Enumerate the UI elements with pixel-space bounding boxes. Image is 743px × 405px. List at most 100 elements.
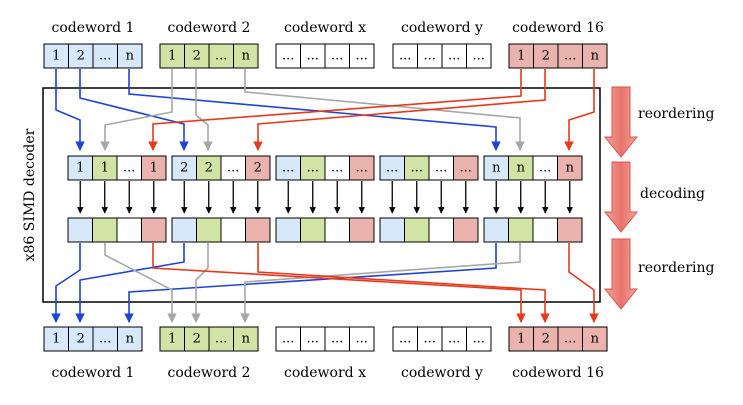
cell-text: ...: [564, 49, 576, 64]
decoded-cell: [532, 217, 558, 243]
bottom-codeword-cell: [349, 326, 375, 352]
cell-text: ...: [448, 49, 460, 64]
cell-text: ...: [307, 161, 319, 176]
bottom-codeword-cell: [392, 326, 418, 352]
decoded-cell: [92, 217, 118, 243]
cell-text: ...: [424, 49, 436, 64]
cell-text: ...: [282, 332, 294, 347]
reorder-arrow: [148, 69, 522, 151]
bottom-codeword-label: codeword x: [284, 365, 366, 381]
top-codeword-label: codeword 16: [512, 20, 604, 36]
top-codeword-cell: [117, 43, 143, 69]
reorder-arrow: [257, 243, 550, 323]
bottom-codeword-cell: [324, 326, 350, 352]
bottom-codeword-cell: [184, 326, 210, 352]
cell-text: 1: [168, 49, 176, 64]
reorder-arrow: [253, 69, 546, 151]
cell-text: ...: [386, 161, 398, 176]
cell-text: 1: [517, 332, 525, 347]
reordered-cell: [428, 155, 454, 181]
reorder-arrow: [244, 69, 525, 151]
cell-text: 2: [77, 332, 85, 347]
top-codeword-cell: [557, 43, 583, 69]
reorder-arrow: [75, 243, 185, 323]
bottom-codeword-label: codeword 1: [52, 365, 135, 381]
cell-text: n: [591, 332, 600, 347]
stage-label-decoding: decoding: [640, 186, 705, 202]
top-codeword-cell: [441, 43, 467, 69]
cell-text: ...: [424, 332, 436, 347]
cell-text: 1: [517, 49, 525, 64]
top-codeword-cell: [349, 43, 375, 69]
decoded-cell: [245, 217, 271, 243]
top-codeword-cell: [392, 43, 418, 69]
cell-text: 2: [193, 49, 201, 64]
stage-label-reordering-top: reordering: [638, 106, 715, 122]
reordered-cell: [453, 155, 479, 181]
cell-text: ...: [215, 49, 227, 64]
cell-text: ...: [460, 161, 472, 176]
decoded-cell: [220, 217, 246, 243]
top-codeword-cell: [508, 43, 534, 69]
reordering-bottom-stage: reordering: [603, 238, 715, 310]
bottom-codeword-cell: [557, 326, 583, 352]
reordered-cell: [220, 155, 246, 181]
decoded-cell: [483, 217, 509, 243]
reordered-cell: [245, 155, 271, 181]
decoding-stage: decoding: [603, 161, 705, 233]
reordered-cell: [557, 155, 583, 181]
top-codeword-label: codeword 2: [168, 20, 251, 36]
cell-text: ...: [99, 332, 111, 347]
top-codeword-label: codeword y: [401, 20, 483, 36]
cell-text: ...: [399, 332, 411, 347]
cell-text: 1: [52, 49, 60, 64]
top-codeword-cell: [324, 43, 350, 69]
cell-text: ...: [435, 161, 447, 176]
decoded-cell: [324, 217, 350, 243]
top-codeword-cell: [466, 43, 492, 69]
bottom-codeword-cell: [417, 326, 443, 352]
cell-text: 2: [77, 49, 85, 64]
decoded-cell: [171, 217, 197, 243]
reorder-arrow: [100, 69, 173, 151]
cell-text: ...: [399, 49, 411, 64]
cell-text: 1: [52, 332, 60, 347]
decoded-cell: [453, 217, 479, 243]
cell-text: 2: [254, 161, 262, 176]
decoder-label: x86 SIMD decoder: [22, 128, 38, 261]
bottom-codeword-cell: [117, 326, 143, 352]
top-codeword-cell: [533, 43, 559, 69]
bottom-codeword-cell: [92, 326, 118, 352]
stage-arrow-down-icon: [603, 86, 639, 158]
cell-text: 2: [205, 161, 213, 176]
reorder-arrow: [564, 69, 595, 151]
reordered-cell: [404, 155, 430, 181]
cell-text: n: [126, 332, 135, 347]
reorder-arrow: [195, 69, 213, 151]
cell-text: n: [517, 161, 526, 176]
top-codeword-cell: [68, 43, 94, 69]
cell-text: 1: [101, 161, 109, 176]
cell-text: 1: [76, 161, 84, 176]
decoded-cell: [116, 217, 142, 243]
reordered-cell: [483, 155, 509, 181]
bottom-codeword-label: codeword y: [401, 365, 483, 381]
cell-text: ...: [331, 161, 343, 176]
reordered-cell: [532, 155, 558, 181]
reordering-top-stage: reordering: [603, 86, 715, 158]
decoded-cell: [557, 217, 583, 243]
cell-text: ...: [331, 49, 343, 64]
reordered-cell: [196, 155, 222, 181]
decoded-cell: [508, 217, 534, 243]
top-codeword-cell: [208, 43, 234, 69]
top-codeword-cell: [275, 43, 301, 69]
cell-text: ...: [356, 332, 368, 347]
bottom-codeword-cell: [582, 326, 608, 352]
reordered-cell: [141, 155, 167, 181]
bottom-codeword-label: codeword 16: [512, 365, 604, 381]
reordered-cell: [92, 155, 118, 181]
decoded-cell: [428, 217, 454, 243]
reordered-cell: [171, 155, 197, 181]
